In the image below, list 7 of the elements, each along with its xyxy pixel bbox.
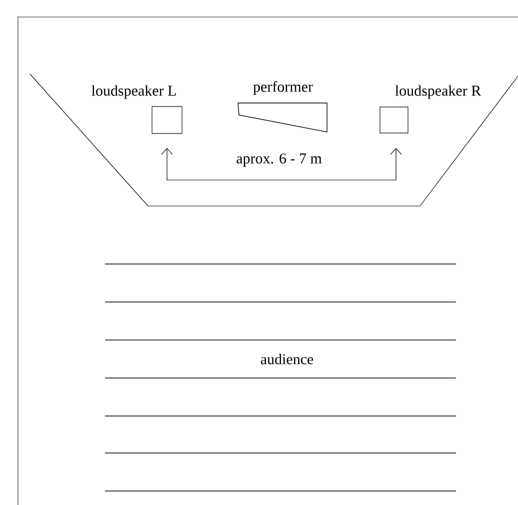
dimension-label: aprox. 6 - 7 m xyxy=(236,153,322,167)
loudspeaker-box: loudspeaker R xyxy=(380,85,482,134)
loudspeaker-box: loudspeaker L xyxy=(92,85,182,134)
node-label: loudspeaker L xyxy=(92,85,176,99)
area-label: audience xyxy=(260,354,314,364)
node-label: performer xyxy=(253,81,313,95)
node-label: loudspeaker R xyxy=(395,85,482,99)
